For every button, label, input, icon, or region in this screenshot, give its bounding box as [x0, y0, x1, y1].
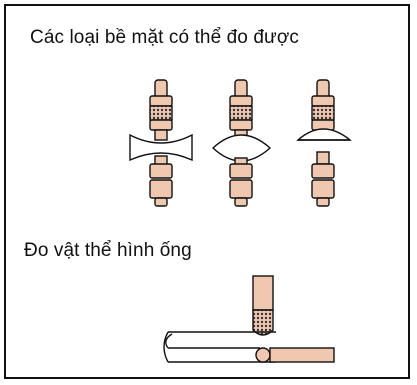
flat-convex-surface-icon: [296, 79, 352, 207]
concave-surface-icon: [129, 79, 193, 207]
diagram-frame: [4, 4, 410, 379]
surfaces-title: Các loại bề mặt có thể đo được: [30, 27, 299, 48]
tube-title: Đo vật thể hình ống: [24, 240, 192, 261]
convex-surface-icon: [211, 79, 272, 207]
tube-measurement-icon: [163, 275, 335, 363]
